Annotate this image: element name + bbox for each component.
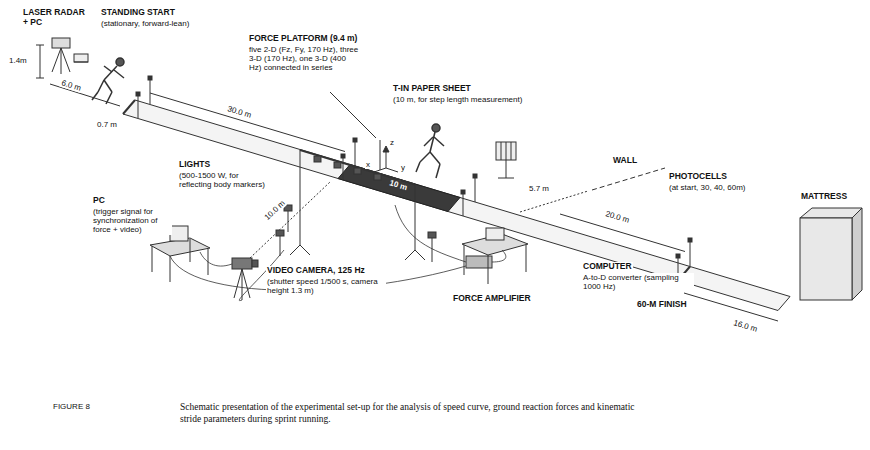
heading-label: VIDEO CAMERA, 125 Hz — [266, 266, 366, 276]
object-label: MATTRESS — [800, 192, 848, 202]
note-label: (shutter speed 1/500 s, camera height 1.… — [266, 277, 386, 295]
heading-label: FORCE AMPLIFIER — [452, 294, 532, 304]
heading-label: COMPUTER — [582, 262, 633, 272]
heading-label: FORCE PLATFORM (9.4 m) — [248, 34, 358, 44]
dimension-label: 1.4m — [8, 56, 28, 65]
dimension-label: 0.7 m — [96, 120, 118, 129]
note-label: (at start, 30, 40, 60m) — [668, 183, 746, 192]
dimension-lines — [36, 45, 778, 321]
axis-label: x — [365, 160, 371, 169]
heading-label: PHOTOCELLS — [668, 172, 728, 182]
note-label: (10 m, for step length measurement) — [392, 95, 523, 104]
heading-label: 60-M FINISH — [636, 300, 688, 310]
device-label: LASER RADAR + PC — [22, 8, 86, 28]
heading-label: LIGHTS — [178, 160, 211, 170]
light-gantry — [276, 150, 436, 262]
wall-label: WALL — [612, 156, 638, 166]
runner-figures — [92, 58, 444, 178]
heading-label: PC — [92, 196, 106, 206]
dimension-label: 30.0 m — [225, 104, 253, 120]
note-label: (trigger signal for synchronization of f… — [92, 207, 172, 235]
axis-label: z — [389, 138, 395, 147]
note-label: (500-1500 W, for reflecting body markers… — [178, 171, 272, 189]
laser-radar — [52, 38, 88, 74]
runway — [123, 100, 790, 311]
figure-number: FIGURE 8 — [52, 402, 91, 411]
photo-board — [496, 142, 516, 178]
dimension-label: 5.7 m — [528, 184, 550, 193]
mattress — [800, 208, 862, 300]
force-axes — [374, 146, 398, 172]
figure-caption: Schematic presentation of the experiment… — [180, 402, 650, 426]
dimension-label: 20.0 m — [603, 209, 631, 225]
force-platform — [338, 165, 460, 212]
photocell-poles — [136, 76, 692, 280]
video-camera — [232, 258, 258, 300]
dimension-label: 16.0 m — [731, 318, 759, 334]
note-label: (stationary, forward-lean) — [100, 19, 190, 28]
axis-label: y — [400, 163, 406, 172]
cables — [170, 205, 506, 301]
computer-table — [462, 228, 528, 284]
note-label: five 2-D (Fz, Fy, 170 Hz), three 3-D (17… — [248, 45, 360, 73]
note-label: A-to-D converter (sampling 1000 Hz) — [582, 273, 694, 291]
heading-label: STANDING START — [100, 8, 176, 18]
heading-label: T-IN PAPER SHEET — [392, 84, 472, 94]
